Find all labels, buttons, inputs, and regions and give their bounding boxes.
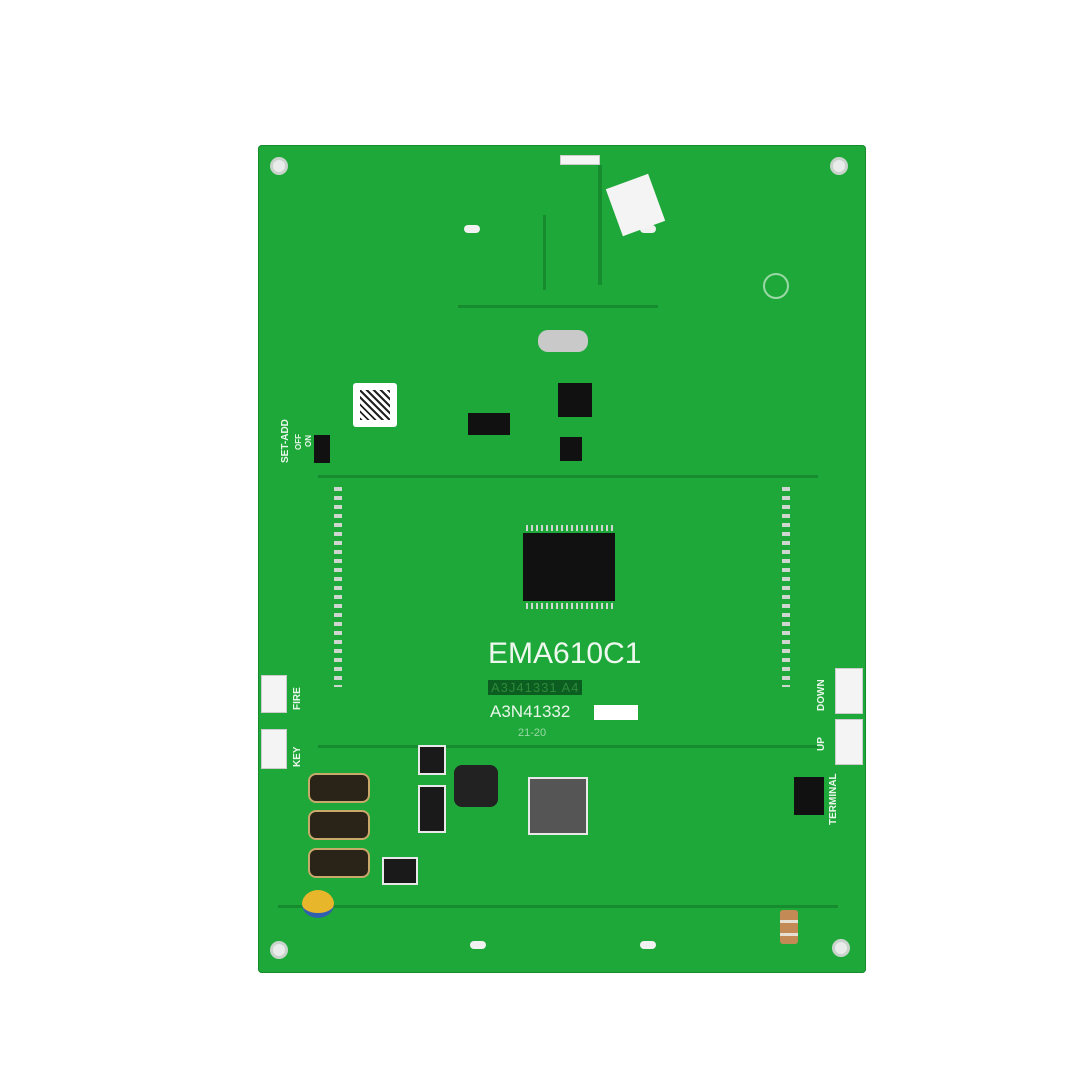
up-connector: [835, 719, 863, 765]
key-connector: [261, 729, 287, 769]
model-label: EMA610C1: [488, 637, 642, 670]
pad: [470, 941, 486, 949]
ceramic-resonator: [780, 910, 798, 944]
top-connector: [560, 155, 600, 165]
data-matrix-code: [353, 383, 397, 427]
trace: [543, 215, 546, 290]
jumper[interactable]: [314, 435, 330, 463]
chip-pins: [526, 603, 614, 609]
down-connector: [835, 668, 863, 714]
key-label: KEY: [292, 746, 303, 767]
circuit-board: SET-ADD OFF ON EMA610C1 A3J41331 A4 A3N4…: [258, 145, 866, 973]
trace: [598, 165, 602, 285]
label-sticker: [605, 173, 666, 237]
dip-switch[interactable]: [794, 777, 824, 815]
microcontroller-chip: [558, 383, 592, 417]
trace: [458, 305, 658, 308]
mounting-hole: [830, 157, 848, 175]
fire-label: FIRE: [292, 687, 303, 710]
mounting-hole: [270, 941, 288, 959]
set-add-label: SET-ADD: [280, 419, 291, 463]
transistor: [418, 785, 446, 833]
capacitor: [308, 848, 370, 878]
mounting-hole: [270, 157, 288, 175]
inductor: [454, 765, 498, 807]
ic-chip: [468, 413, 510, 435]
ic-chip: [560, 437, 582, 461]
crystal: [538, 330, 588, 352]
logo-mark: [763, 273, 789, 299]
capacitor: [308, 810, 370, 840]
chip-pins: [526, 525, 614, 531]
regulator: [528, 777, 588, 835]
diode: [382, 857, 418, 885]
transistor: [418, 745, 446, 775]
trace: [318, 745, 818, 748]
part-number-2: A3N41332: [490, 702, 571, 721]
pad: [640, 941, 656, 949]
capacitor: [308, 773, 370, 803]
off-label: OFF: [294, 434, 303, 450]
fire-connector: [261, 675, 287, 713]
date-code: 21-20: [518, 727, 547, 739]
tantalum-capacitor: [302, 890, 334, 918]
trace: [318, 475, 818, 478]
down-label: DOWN: [816, 679, 827, 711]
mounting-hole: [832, 939, 850, 957]
terminal-label: TERMINAL: [828, 773, 839, 825]
pad: [640, 225, 656, 233]
part-number-1: A3J41331 A4: [488, 680, 583, 695]
driver-chip: [523, 533, 615, 601]
lcd-pin-row-right: [782, 487, 790, 687]
trace: [278, 905, 838, 908]
up-label: UP: [816, 737, 827, 751]
label-blank: [594, 705, 638, 720]
on-label: ON: [304, 435, 313, 447]
pad: [464, 225, 480, 233]
lcd-pin-row-left: [334, 487, 342, 687]
